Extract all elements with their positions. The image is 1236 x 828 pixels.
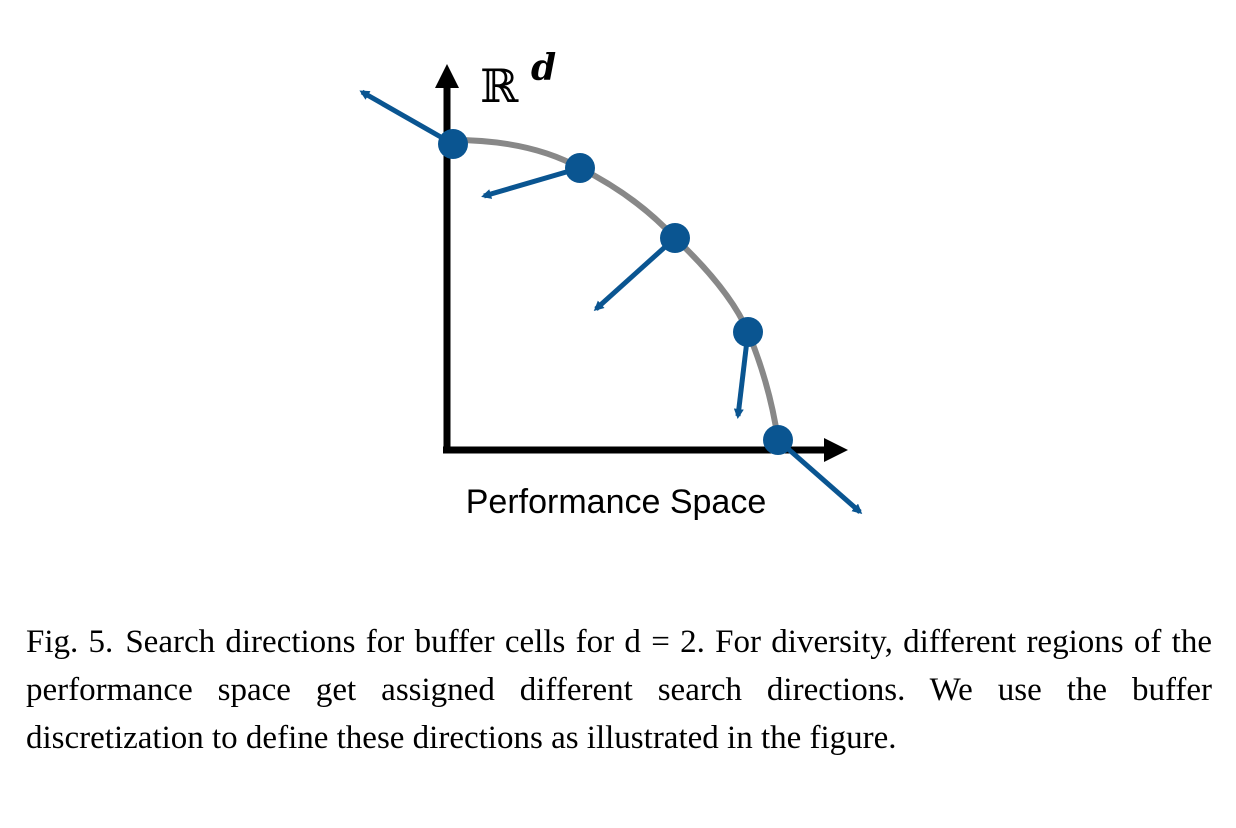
- search-direction-arrow: [481, 165, 581, 199]
- caption-label: Fig. 5.: [26, 624, 114, 660]
- buffer-cell-point: [660, 223, 690, 253]
- x-axis-label: Performance Space: [466, 483, 767, 521]
- search-direction-arrow: [776, 438, 863, 514]
- buffer-cell-points: [438, 129, 793, 455]
- search-direction-arrow: [359, 89, 455, 147]
- search-direction-arrow: [593, 236, 677, 312]
- buffer-cell-point: [565, 153, 595, 183]
- figure-diagram: ℝ d Performance Space: [359, 47, 863, 521]
- buffer-cell-point: [733, 317, 763, 347]
- figure-caption: Fig. 5.Search directions for buffer cell…: [26, 618, 1212, 762]
- space-symbol: ℝ: [480, 59, 519, 113]
- space-exponent: d: [531, 47, 556, 89]
- buffer-cell-point: [763, 425, 793, 455]
- caption-text: Search directions for buffer cells for d…: [26, 624, 1212, 756]
- buffer-cell-point: [438, 129, 468, 159]
